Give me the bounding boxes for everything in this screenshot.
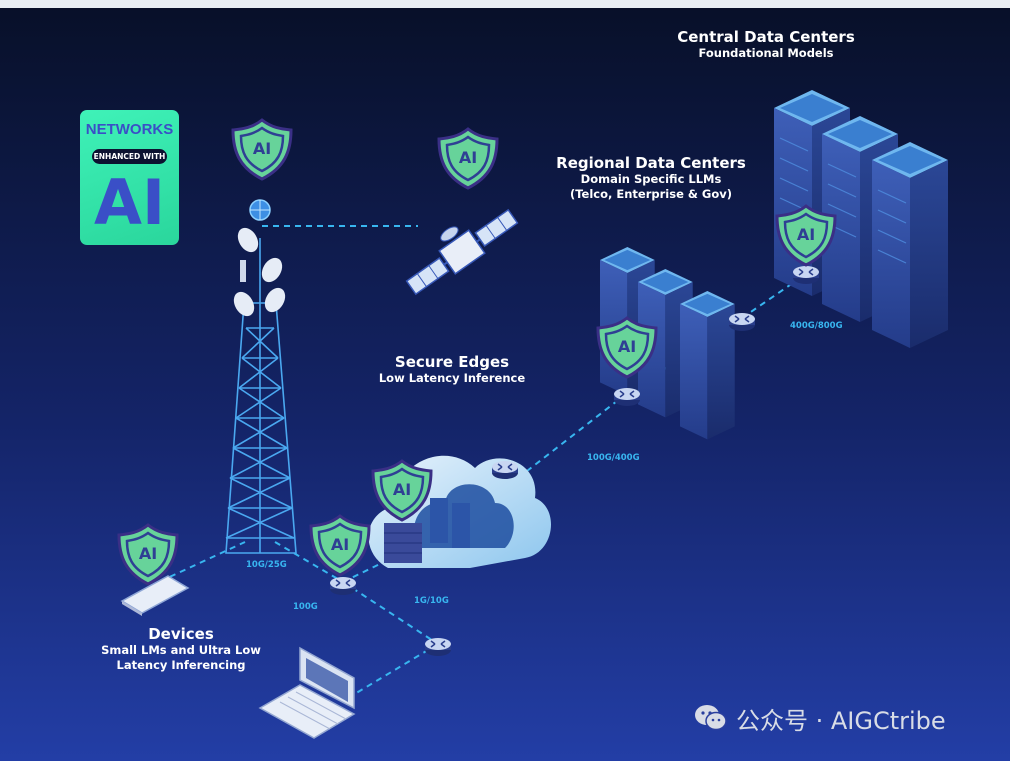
central-title: Central Data Centers	[677, 28, 855, 46]
router-icon-regional	[613, 387, 641, 407]
router-icon-lan	[424, 637, 452, 657]
devices-label: Devices Small LMs and Ultra Low Latency …	[86, 625, 276, 673]
edges-subtitle: Low Latency Inference	[378, 371, 526, 385]
edges-label: Secure Edges Low Latency Inference	[362, 353, 542, 386]
laptop-icon	[258, 646, 356, 739]
cell-tower-icon	[225, 238, 297, 554]
network-diagram: AI	[0, 8, 1010, 761]
router-icon-central	[792, 265, 820, 285]
badge-title: NETWORKS	[85, 121, 174, 138]
devices-title: Devices	[148, 625, 214, 643]
router-icon-regional-out	[728, 312, 756, 332]
networks-ai-badge: NETWORKS ENHANCED WITH AI	[80, 110, 179, 245]
tablet-icon	[120, 575, 190, 616]
speed-label-regional: 100G/400G	[587, 453, 640, 463]
speed-label-tower: 10G/25G	[246, 560, 287, 570]
devices-line1: Small LMs and Ultra Low	[101, 643, 261, 657]
speed-label-device: 100G	[293, 602, 318, 612]
wechat-icon	[695, 705, 727, 731]
watermark: 公众号 · AIGCtribe	[694, 704, 946, 735]
regional-line2: (Telco, Enterprise & Gov)	[569, 187, 733, 201]
speed-label-edge: 1G/10G	[414, 596, 449, 606]
signal-globe-icon	[249, 199, 271, 221]
badge-subtitle: ENHANCED WITH	[92, 149, 167, 164]
router-icon-tower	[329, 576, 357, 596]
antenna-dishes	[233, 227, 286, 317]
router-icon-edge	[491, 460, 519, 480]
speed-label-central: 400G/800G	[790, 321, 843, 331]
central-subtitle: Foundational Models	[698, 46, 834, 60]
cloud-icon	[368, 455, 552, 568]
regional-label: Regional Data Centers Domain Specific LL…	[536, 154, 766, 202]
regional-line1: Domain Specific LLMs	[580, 172, 722, 186]
satellite-icon	[405, 208, 519, 296]
central-label: Central Data Centers Foundational Models	[656, 28, 876, 61]
watermark-text: 公众号 · AIGCtribe	[736, 706, 946, 735]
badge-ai: AI	[93, 166, 166, 239]
edges-title: Secure Edges	[394, 353, 510, 371]
devices-line2: Latency Inferencing	[116, 658, 246, 672]
regional-title: Regional Data Centers	[556, 154, 746, 172]
